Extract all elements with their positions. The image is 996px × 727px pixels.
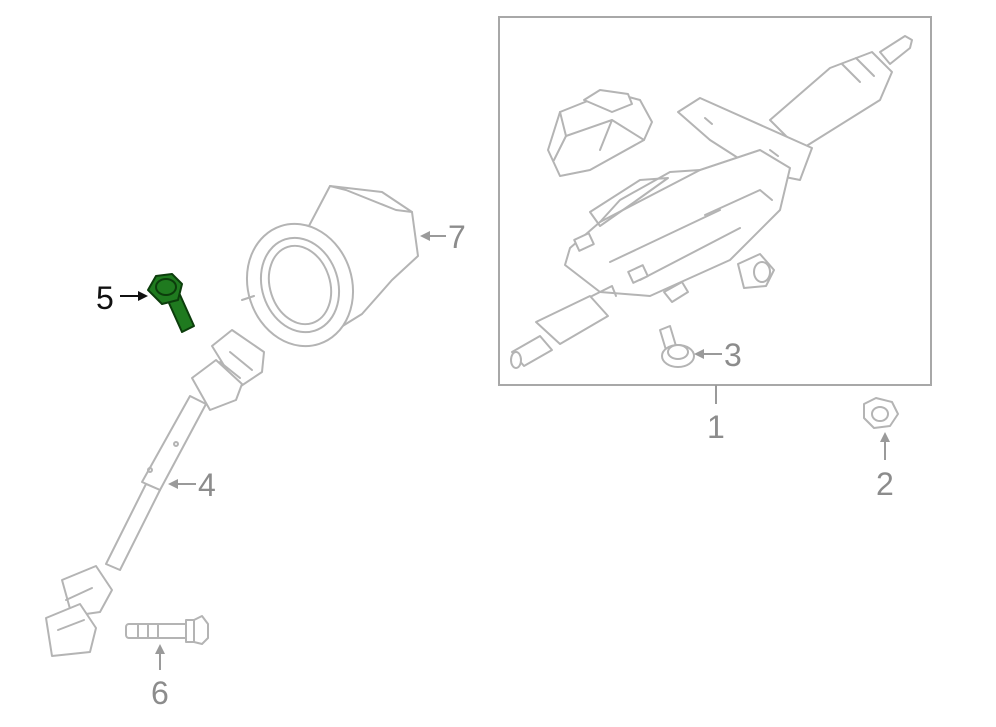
callout-5: 5 [96, 280, 148, 316]
callout-6: 6 [151, 644, 169, 711]
highlighted-bolt-icon[interactable] [147, 273, 195, 333]
bolt-icon [125, 615, 209, 645]
intermediate-shaft-icon [45, 329, 265, 657]
callout-4: 4 [168, 467, 216, 503]
callout-3: 3 [694, 337, 742, 373]
flange-nut-icon [863, 397, 899, 429]
callout-label-6: 6 [151, 675, 169, 711]
steering-column-assembly-icon [510, 35, 913, 369]
callout-label-3: 3 [724, 337, 742, 373]
callout-label-7: 7 [448, 219, 466, 255]
callout-label-5: 5 [96, 280, 114, 316]
column-cover-boot-icon [241, 185, 419, 348]
callout-2: 2 [876, 432, 894, 502]
callout-label-2: 2 [876, 466, 894, 502]
stud-bolt-icon [659, 325, 695, 368]
assembly-frame [498, 16, 932, 404]
callout-7: 7 [420, 219, 466, 255]
callout-label-4: 4 [198, 467, 216, 503]
callout-label-1: 1 [707, 409, 725, 445]
